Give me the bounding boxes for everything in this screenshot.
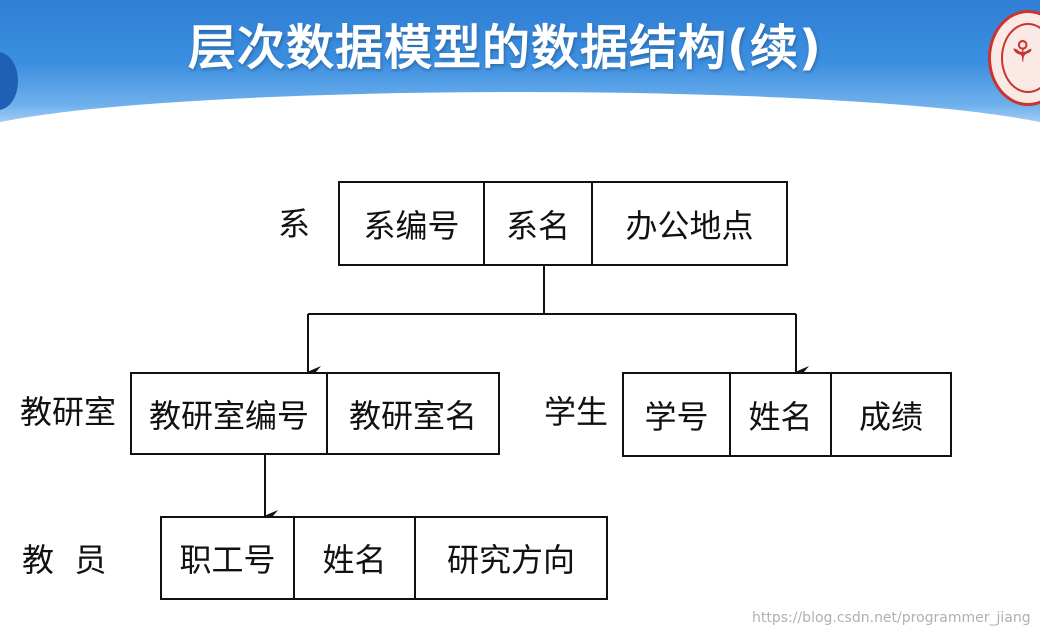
department-field-office: 办公地点 xyxy=(625,206,754,245)
student-field-name: 姓名 xyxy=(731,374,832,455)
department-label: 系 xyxy=(278,205,311,243)
staff-field-name: 姓名 xyxy=(295,518,416,598)
staff-field-id: 职工号 xyxy=(162,518,295,598)
department-field-id: 系编号 xyxy=(340,183,485,264)
department-record: 系编号 系名 办公地点 xyxy=(338,181,788,266)
seal-emblem-icon: ⚘ xyxy=(1009,35,1036,70)
student-record: 学号 姓名 成绩 xyxy=(622,372,952,457)
student-label: 学生 xyxy=(544,393,609,431)
department-field-name: 系名 xyxy=(485,183,593,264)
watermark-url: https://blog.csdn.net/programmer_jiang xyxy=(752,610,1031,626)
staff-field-research: 研究方向 xyxy=(446,541,575,579)
slide-header: 层次数据模型的数据结构(续) ⚘ xyxy=(0,0,1040,140)
staff-record: 职工号 姓名 研究方向 xyxy=(160,516,608,600)
teaching-office-label: 教研室 xyxy=(20,393,117,431)
student-field-grade: 成绩 xyxy=(858,397,923,436)
teaching-office-field-name: 教研室名 xyxy=(348,396,477,435)
student-field-number: 学号 xyxy=(624,374,731,455)
teaching-office-record: 教研室编号 教研室名 xyxy=(130,372,500,455)
teaching-office-field-id: 教研室编号 xyxy=(132,374,328,453)
slide-title: 层次数据模型的数据结构(续) xyxy=(188,20,822,76)
staff-label: 教 员 xyxy=(22,541,107,579)
decorative-orb xyxy=(0,52,18,110)
